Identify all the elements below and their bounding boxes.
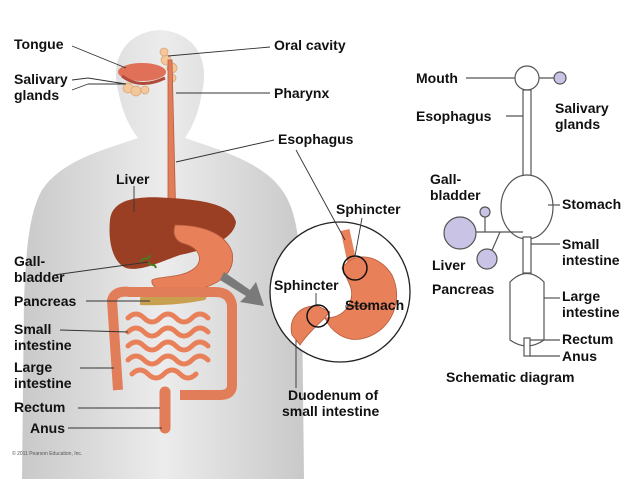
schematic-label-small-intestine-line2: intestine [562,252,620,268]
schematic-label-small-intestine-line1: Small [562,236,600,252]
label-liver: Liver [116,171,150,187]
label-salivary-glands-line2: glands [14,87,60,103]
label-large-intestine-line1: Large [14,359,53,375]
stomach-artwork [151,224,234,293]
inset-label-sphincter-bottom: Sphincter [274,277,339,293]
schematic-label-stomach: Stomach [562,196,622,212]
gallbladder-artwork [139,254,157,269]
label-large-intestine-line2: intestine [14,375,72,391]
salivary-glands-artwork [122,47,178,97]
label-small-intestine-line1: Small [14,321,52,337]
zoom-arrow [220,272,264,306]
liver-artwork [109,197,236,269]
label-gallbladder-line1: Gall- [14,253,46,269]
schematic-diagram [443,65,567,357]
copyright-notice: © 2011 Pearson Education, Inc. [12,451,83,457]
schematic-label-salivary-line1: Salivary [555,100,609,116]
large-intestine-artwork [107,286,237,400]
label-pancreas: Pancreas [14,293,77,309]
inset-label-duodenum-line1: Duodenum of [288,387,379,403]
schematic-caption: Schematic diagram [446,369,575,385]
inset-label-sphincter-top: Sphincter [336,201,401,217]
label-salivary-glands-line1: Salivary [14,71,68,87]
schematic-label-pancreas: Pancreas [432,281,495,297]
schematic-label-salivary-line2: glands [555,116,601,132]
schematic-label-liver: Liver [432,257,466,273]
schematic-label-large-intestine-line2: intestine [562,304,620,320]
inset-label-duodenum-line2: small intestine [282,403,380,419]
inset-label-stomach: Stomach [345,297,405,313]
label-small-intestine-line2: intestine [14,337,72,353]
schematic-label-anus: Anus [562,348,597,364]
small-intestine-artwork [125,311,211,381]
schematic-label-gallbladder-line2: bladder [430,187,481,203]
schematic-label-esophagus: Esophagus [416,108,492,124]
schematic-label-gallbladder-line1: Gall- [430,171,462,187]
schematic-label-mouth: Mouth [416,70,458,86]
anatomy-leader-lines [53,45,370,429]
label-gallbladder-line2: bladder [14,269,65,285]
label-esophagus: Esophagus [278,131,354,147]
label-anus: Anus [30,420,65,436]
label-pharynx: Pharynx [274,85,330,101]
label-tongue: Tongue [14,36,64,52]
oral-region [118,47,178,97]
schematic-label-rectum: Rectum [562,331,614,347]
label-oral-cavity: Oral cavity [274,37,346,53]
schematic-label-large-intestine-line1: Large [562,288,601,304]
stomach-inset [269,221,411,363]
label-rectum: Rectum [14,399,66,415]
